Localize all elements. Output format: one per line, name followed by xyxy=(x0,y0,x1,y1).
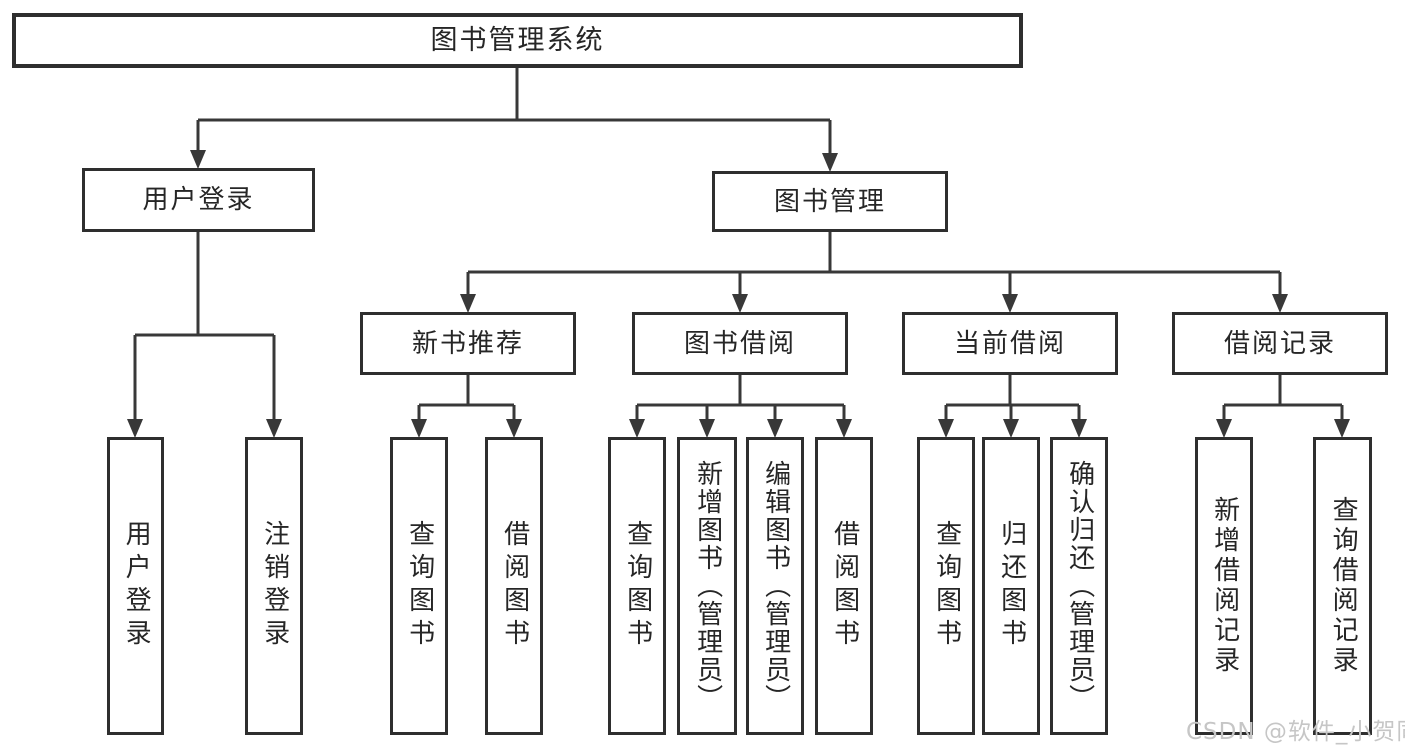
node-new-book-recommend: 新书推荐 xyxy=(360,312,576,375)
node-leaf-return-books: 归还图书 xyxy=(982,437,1040,735)
node-user-login: 用户登录 xyxy=(82,168,315,232)
node-label: 借阅图书 xyxy=(829,520,860,652)
node-book-borrowing: 图书借阅 xyxy=(632,312,848,375)
node-label: 新增图书（管理员） xyxy=(692,460,723,712)
node-leaf-confirm-return-admin: 确认归还（管理员） xyxy=(1050,437,1108,735)
node-label: 查询借阅记录 xyxy=(1328,496,1359,676)
node-label: 新书推荐 xyxy=(411,328,524,359)
node-leaf-borrowing-query-books: 查询图书 xyxy=(608,437,666,735)
node-label: 查询图书 xyxy=(404,520,435,652)
csdn-watermark: CSDN @软件_小贺同学 xyxy=(1186,719,1405,745)
node-label: 当前借阅 xyxy=(953,328,1066,359)
node-label: 借阅图书 xyxy=(499,520,530,652)
node-leaf-edit-books-admin: 编辑图书（管理员） xyxy=(746,437,804,735)
node-label: 归还图书 xyxy=(996,520,1027,652)
node-label: 图书管理 xyxy=(773,186,886,217)
node-label: 用户登录 xyxy=(121,520,152,652)
node-leaf-recommend-borrow-books: 借阅图书 xyxy=(485,437,543,735)
node-leaf-add-borrow-record: 新增借阅记录 xyxy=(1195,437,1253,735)
node-leaf-current-query-books: 查询图书 xyxy=(917,437,975,735)
node-label: 查询图书 xyxy=(931,520,962,652)
node-library-management-system: 图书管理系统 xyxy=(12,13,1023,68)
node-label: 查询图书 xyxy=(622,520,653,652)
node-current-borrowing: 当前借阅 xyxy=(902,312,1118,375)
node-leaf-add-books-admin: 新增图书（管理员） xyxy=(677,437,737,735)
node-leaf-recommend-query-books: 查询图书 xyxy=(390,437,448,735)
node-label: 新增借阅记录 xyxy=(1209,496,1240,676)
node-label: 注销登录 xyxy=(259,520,290,652)
node-label: 编辑图书（管理员） xyxy=(760,460,791,712)
node-book-management: 图书管理 xyxy=(712,171,948,232)
node-label: 确认归还（管理员） xyxy=(1064,460,1095,712)
node-leaf-borrowing-borrow-books: 借阅图书 xyxy=(815,437,873,735)
node-label: 借阅记录 xyxy=(1223,328,1336,359)
node-label: 图书借阅 xyxy=(683,328,796,359)
node-label: 图书管理系统 xyxy=(430,25,605,56)
node-leaf-logout: 注销登录 xyxy=(245,437,303,735)
node-label: 用户登录 xyxy=(142,185,255,215)
node-leaf-user-login: 用户登录 xyxy=(107,437,164,735)
node-leaf-query-borrow-record: 查询借阅记录 xyxy=(1313,437,1372,735)
node-borrowing-records: 借阅记录 xyxy=(1172,312,1388,375)
